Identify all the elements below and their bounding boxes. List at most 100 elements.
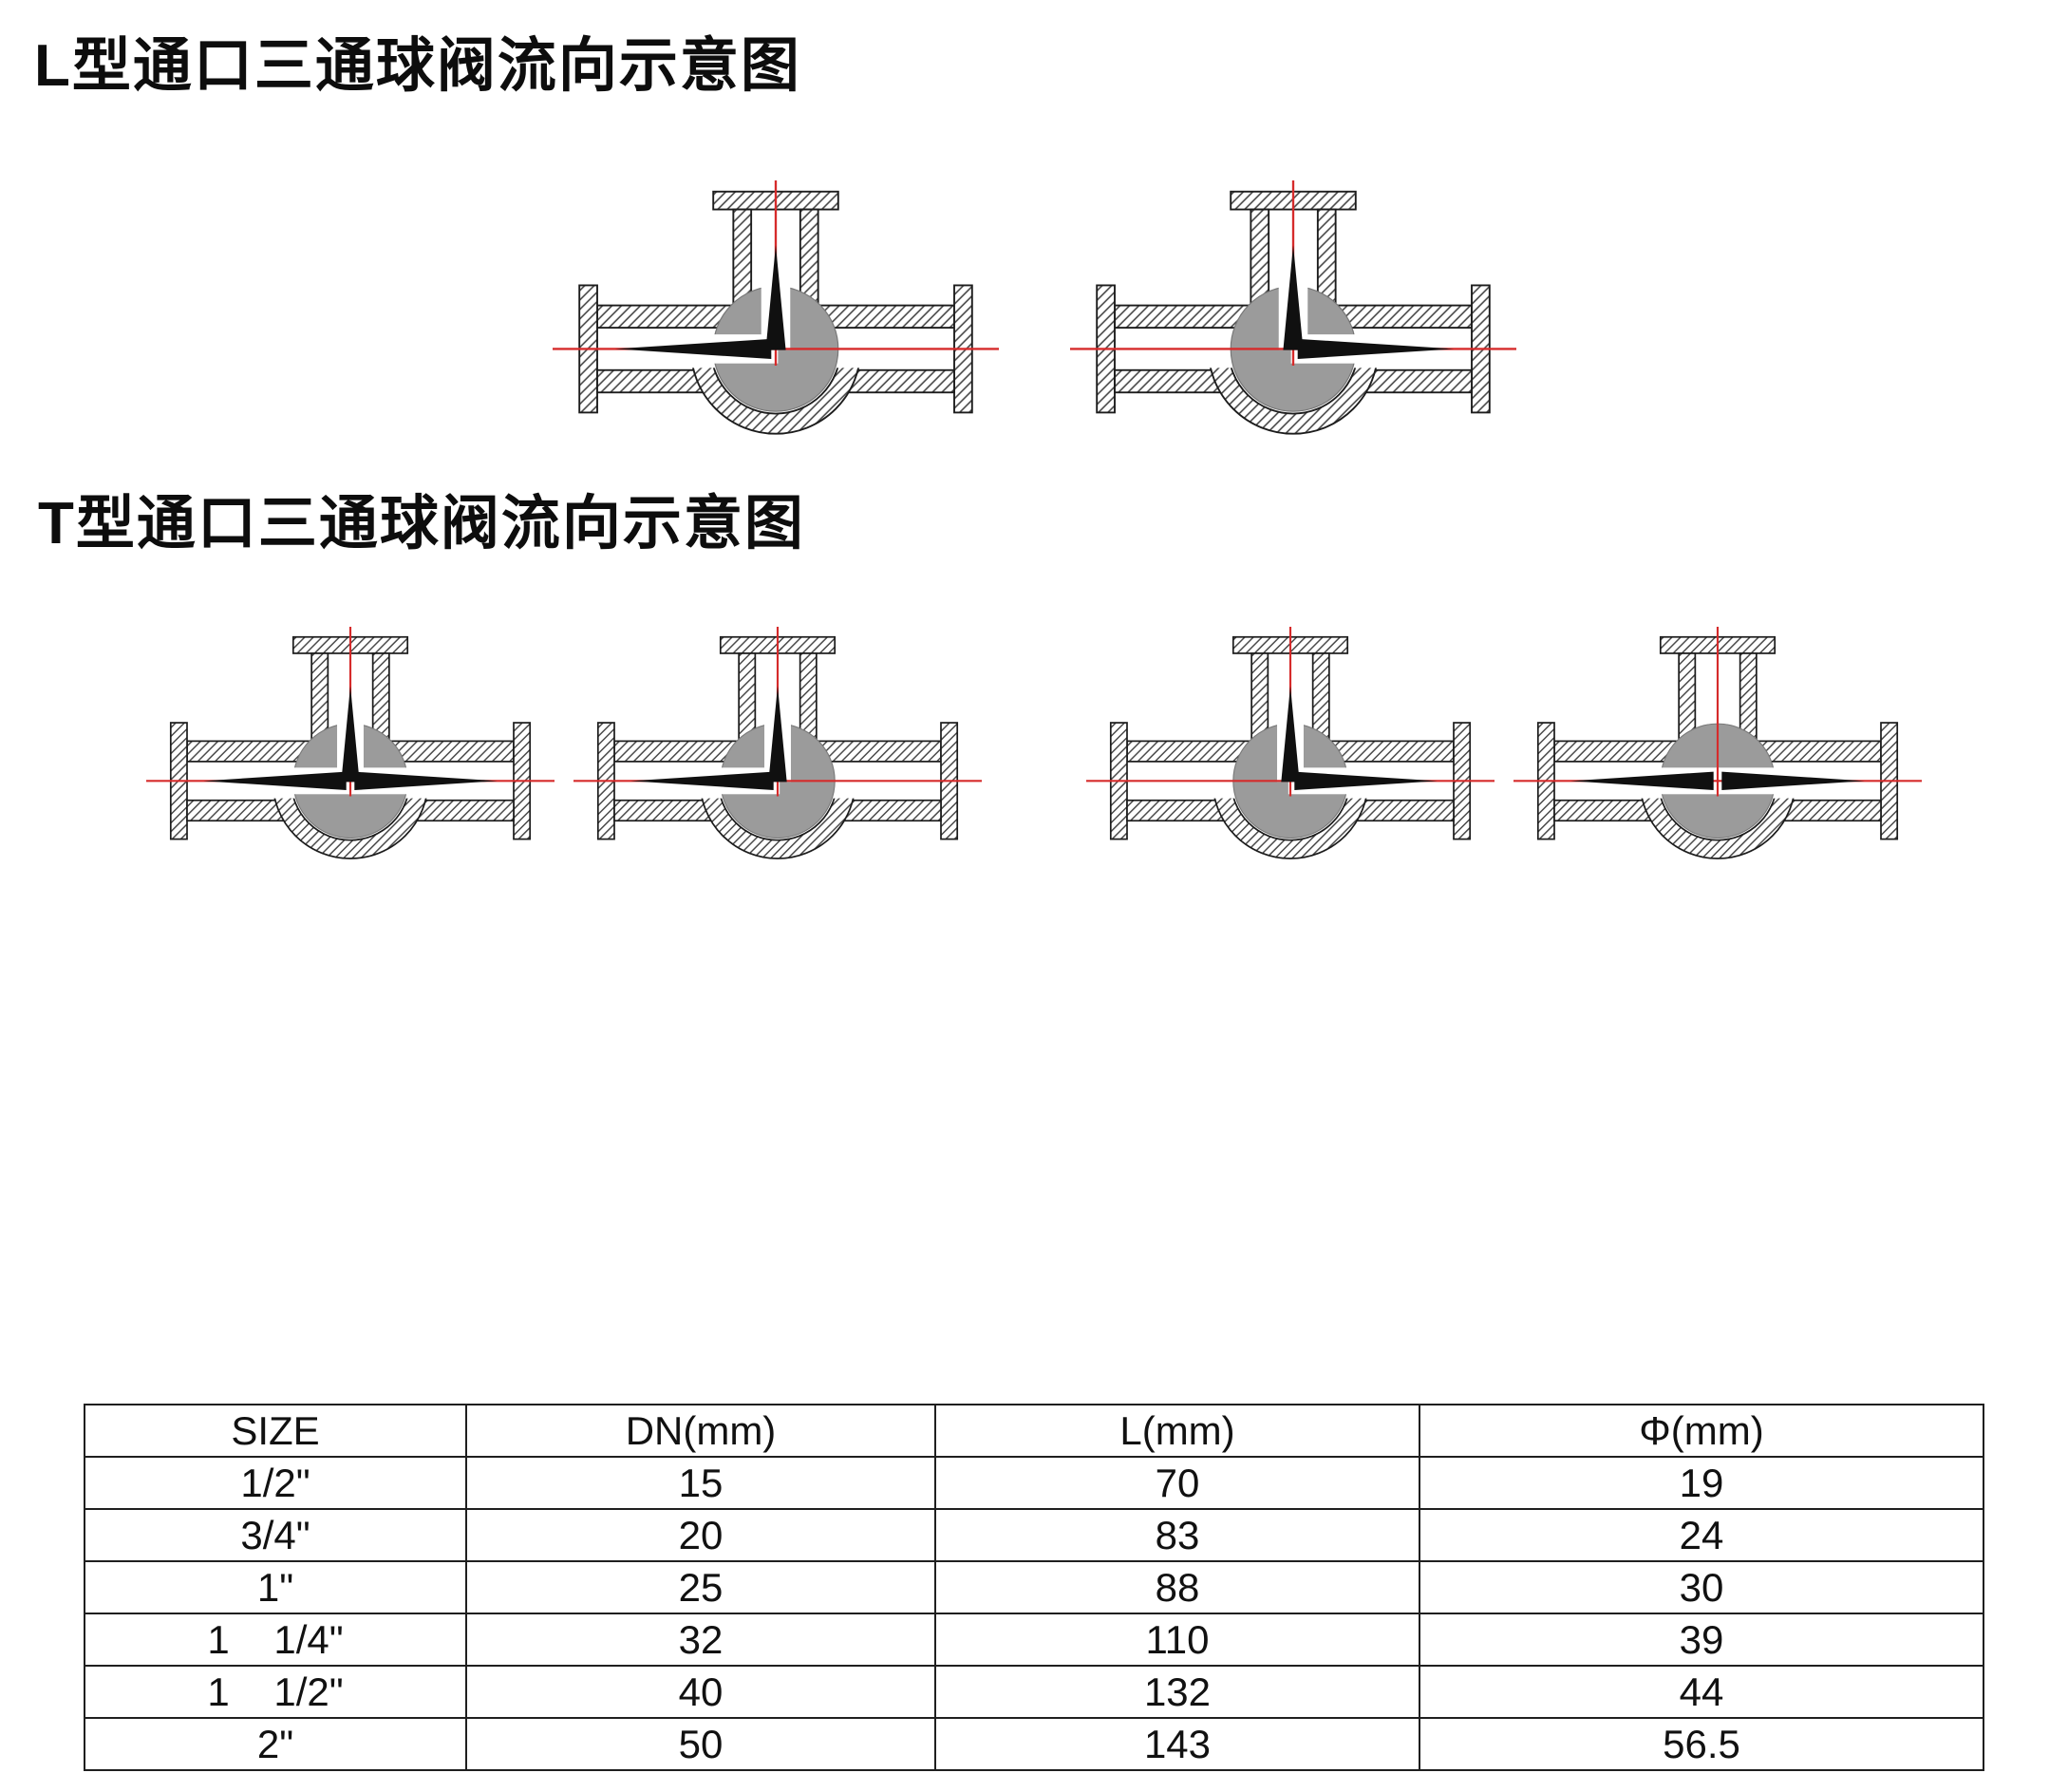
- lower-wall-left: [1126, 799, 1231, 822]
- table-cell: 30: [1419, 1560, 1984, 1614]
- flow-arrow-up: [1281, 686, 1300, 783]
- flow-arrows: [1281, 686, 1438, 790]
- table-cell: 40: [465, 1665, 936, 1719]
- t-valve-1: [146, 627, 555, 872]
- l-type-section-title: L型通口三通球阀流向示意图: [34, 33, 801, 99]
- lower-wall-left: [613, 799, 718, 822]
- table-cell: 70: [934, 1456, 1420, 1510]
- flow-arrow-right: [1294, 771, 1438, 790]
- valve-cross-section: [1069, 180, 1516, 435]
- lower-wall-right: [837, 799, 942, 822]
- table-cell: 143: [934, 1717, 1420, 1771]
- flow-arrow-up: [1282, 245, 1304, 350]
- t-valve-4: [1513, 627, 1922, 872]
- t-valve-3: [1086, 627, 1495, 872]
- lower-wall-right: [1350, 799, 1455, 822]
- flow-arrow-up: [341, 686, 360, 783]
- stem-port-wall-right: [799, 652, 818, 743]
- valve-cross-section: [1513, 627, 1922, 859]
- stem-port-wall-left: [738, 652, 757, 743]
- l-type-valve-row: [0, 180, 2068, 448]
- flow-arrows: [630, 686, 787, 790]
- flow-arrow-right: [1721, 771, 1865, 790]
- lower-wall-right: [1359, 368, 1473, 394]
- upper-wall-right: [1334, 304, 1473, 330]
- table-cell: 110: [934, 1613, 1420, 1667]
- table-cell: 2": [84, 1717, 467, 1771]
- table-cell: 50: [465, 1717, 936, 1771]
- table-cell: 3/4": [84, 1508, 467, 1562]
- table-cell: 88: [934, 1560, 1420, 1614]
- valve-cross-section: [146, 627, 555, 859]
- stem-port-wall-right: [1316, 208, 1337, 307]
- flow-arrow-left: [614, 338, 771, 359]
- table-cell: 1 1/2": [84, 1665, 467, 1719]
- upper-wall-left: [1126, 740, 1253, 763]
- stem-port-wall-left: [310, 652, 329, 743]
- flow-arrow-left: [203, 771, 347, 790]
- centerlines: [1513, 627, 1922, 797]
- upper-wall-right: [1755, 740, 1882, 763]
- l-valve-2: [1069, 180, 1516, 448]
- table-cell: 24: [1419, 1508, 1984, 1562]
- table-cell: 32: [465, 1613, 936, 1667]
- table-header-cell: DN(mm): [465, 1404, 936, 1458]
- stem-port-wall-left: [1249, 208, 1269, 307]
- stem-port-wall-right: [1739, 652, 1758, 743]
- flow-arrow-up: [764, 245, 786, 350]
- flow-arrows: [1570, 771, 1865, 790]
- table-cell: 39: [1419, 1613, 1984, 1667]
- upper-wall-right: [817, 304, 955, 330]
- flow-arrows: [614, 245, 786, 359]
- upper-wall-right: [1327, 740, 1455, 763]
- lower-wall-left: [1553, 799, 1658, 822]
- stem-port-wall-left: [731, 208, 752, 307]
- upper-wall-left: [595, 304, 734, 330]
- table-cell: 25: [465, 1560, 936, 1614]
- flow-arrow-left: [1570, 771, 1714, 790]
- table-cell: 56.5: [1419, 1717, 1984, 1771]
- upper-wall-left: [1113, 304, 1251, 330]
- stem-port-wall-left: [1678, 652, 1697, 743]
- upper-wall-left: [186, 740, 313, 763]
- table-cell: 83: [934, 1508, 1420, 1562]
- t-valve-2: [573, 627, 982, 872]
- flow-arrows: [1282, 245, 1454, 359]
- table-cell: 15: [465, 1456, 936, 1510]
- table-cell: 1 1/4": [84, 1613, 467, 1667]
- table-header-cell: Φ(mm): [1419, 1404, 1984, 1458]
- lower-wall-left: [186, 799, 291, 822]
- flow-arrows: [203, 686, 498, 790]
- valve-cross-section: [1086, 627, 1495, 859]
- t-type-section-title: T型通口三通球阀流向示意图: [38, 491, 805, 556]
- valve-cross-section: [552, 180, 999, 435]
- stem-port-wall-right: [371, 652, 390, 743]
- lower-wall-right: [410, 799, 515, 822]
- t-type-valve-row: [0, 627, 2068, 872]
- table-cell: 20: [465, 1508, 936, 1562]
- table-header-cell: SIZE: [84, 1404, 467, 1458]
- flow-arrow-up: [768, 686, 787, 783]
- flow-arrow-left: [630, 771, 774, 790]
- stem-port-wall-right: [799, 208, 819, 307]
- upper-wall-right: [815, 740, 942, 763]
- lower-wall-left: [1113, 368, 1227, 394]
- valve-cross-section: [573, 627, 982, 859]
- table-header-cell: L(mm): [934, 1404, 1420, 1458]
- table-cell: 1/2": [84, 1456, 467, 1510]
- flow-arrow-right: [354, 771, 498, 790]
- table-cell: 1": [84, 1560, 467, 1614]
- table-cell: 132: [934, 1665, 1420, 1719]
- lower-wall-right: [1777, 799, 1882, 822]
- upper-wall-left: [613, 740, 741, 763]
- upper-wall-left: [1553, 740, 1681, 763]
